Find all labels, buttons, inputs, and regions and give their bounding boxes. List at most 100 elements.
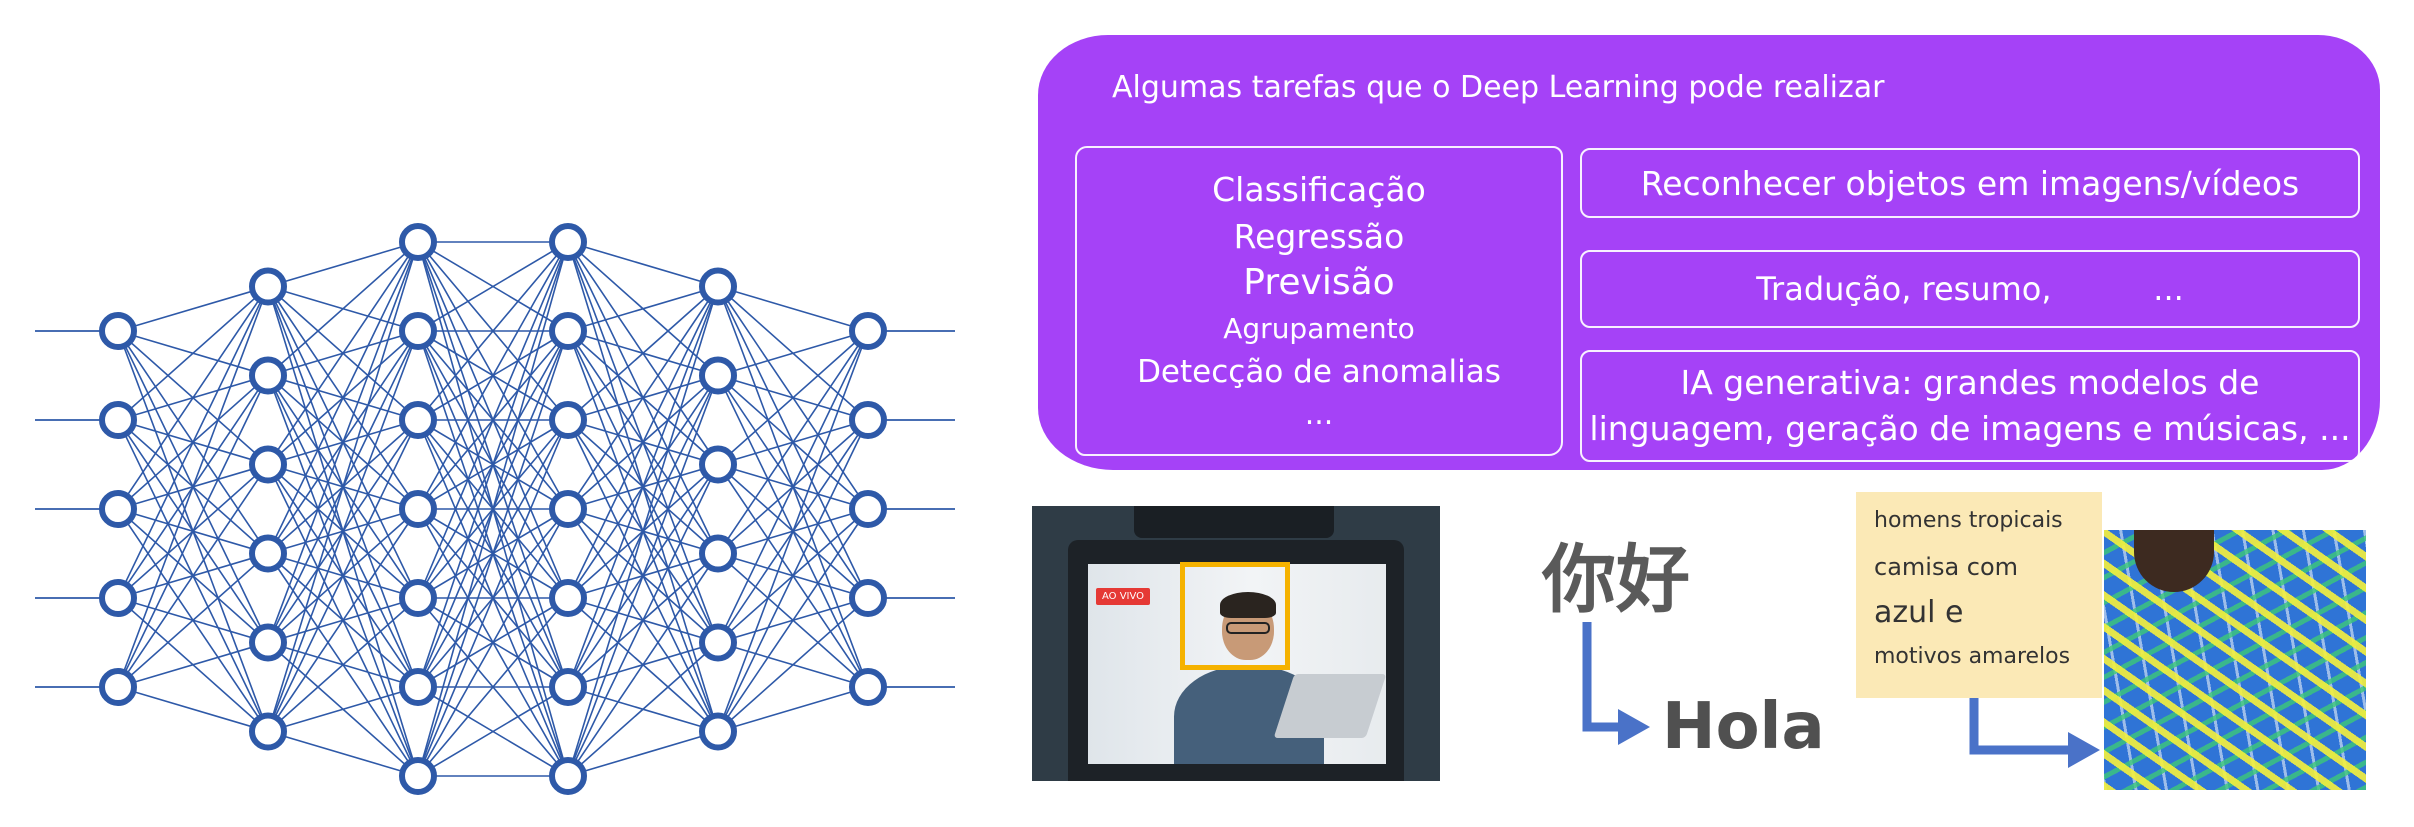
node-4-4 [699,623,737,662]
connection-0-4-4 [117,641,269,688]
translation-box: Tradução, resumo, ... [1580,250,2360,328]
task-regression: Regressão [1233,216,1405,256]
face-detection-box [1180,562,1290,670]
object-recognition-box: Reconhecer objetos em imagens/vídeos [1580,148,2360,218]
generation-arrow [1969,698,2072,755]
node-0-0 [99,312,137,350]
connection-0-4-5 [117,686,269,733]
connection-0-4-2 [117,464,269,688]
connection-3-5-0 [567,286,719,688]
laptop [1273,674,1386,738]
connection-3-0-0 [567,241,719,288]
person-hair [1220,592,1276,618]
ml-tasks-box: Classificação Regressão Previsão Agrupam… [1075,146,1563,456]
node-3-3 [549,490,587,528]
node-2-6 [399,757,437,795]
connection-3-6-5 [567,730,719,777]
node-2-1 [399,312,437,350]
connection-3-6-4 [567,641,719,777]
connection-3-6-2 [567,464,719,777]
node-5-3 [849,579,887,617]
connection-1-5-4 [267,597,419,733]
node-0-2 [99,490,137,528]
connection-1-1-0 [267,241,419,377]
node-5-1 [849,401,887,439]
connection-3-2-0 [567,285,719,421]
connection-1-5-5 [267,686,419,733]
connection-0-1-0 [117,285,269,421]
node-4-0 [699,267,737,306]
connection-2-6-2 [417,419,569,777]
connection-3-4-0 [567,286,719,599]
connection-4-2-0 [717,330,869,466]
connection-0-0-0 [117,285,269,332]
connection-4-5-4 [717,686,869,733]
generation-arrow-head [2068,732,2100,768]
connection-4-3-0 [717,330,869,554]
connection-4-5-2 [717,508,869,732]
connection-0-4-3 [117,552,269,688]
connection-1-5-3 [267,508,419,732]
connection-1-3-0 [267,241,419,554]
node-4-2 [699,445,737,484]
node-3-5 [549,668,587,706]
glasses [1226,622,1270,634]
translation-arrow [1582,622,1622,732]
connection-3-1-0 [567,285,719,332]
connection-1-5-1 [267,330,419,732]
prompt-note: homens tropicais camisa com azul e motiv… [1856,492,2102,698]
prompt-line-2: camisa com [1874,553,2019,581]
node-4-5 [699,712,737,751]
generative-ai-box: IA generativa: grandes modelos de lingua… [1580,350,2360,462]
task-forecasting: Previsão [1243,261,1395,303]
connection-3-6-0 [567,286,719,777]
node-0-3 [99,579,137,617]
node-5-4 [849,668,887,706]
task-classification: Classificação [1212,169,1426,209]
node-3-6 [549,757,587,795]
node-2-2 [399,401,437,439]
task-clustering: Agrupamento [1223,311,1415,345]
node-0-4 [99,668,137,706]
connection-2-6-5 [417,686,569,777]
node-2-0 [399,223,437,261]
node-1-5 [249,712,287,751]
prompt-line-3: azul e [1874,595,1964,630]
camera-top [1134,506,1334,538]
connection-2-6-1 [417,330,569,777]
source-text: 你好 [1542,537,1690,623]
node-3-2 [549,401,587,439]
node-1-3 [249,534,287,573]
target-text: Hola [1662,690,1825,764]
node-4-3 [699,534,737,573]
camera-screen: AO VIVO [1088,564,1386,764]
connection-4-5-1 [717,419,869,732]
node-4-1 [699,356,737,395]
prompt-line-4: motivos amarelos [1874,644,2071,669]
task-anomaly-detection: Detecção de anomalias [1137,353,1501,390]
node-1-2 [249,445,287,484]
tropical-shirt-image [2104,530,2366,790]
node-5-0 [849,312,887,350]
connection-1-5-6 [267,730,419,777]
connection-2-1-0 [417,241,569,332]
connection-1-5-0 [267,241,419,732]
prompt-line-1: homens tropicais [1874,508,2063,533]
node-1-4 [249,623,287,662]
connection-0-4-1 [117,375,269,688]
connection-0-4-0 [117,286,269,688]
connection-3-3-0 [567,286,719,510]
connection-4-5-0 [717,330,869,732]
node-2-5 [399,668,437,706]
node-1-1 [249,356,287,395]
connection-2-6-4 [417,597,569,777]
live-badge: AO VIVO [1096,588,1151,605]
neck [2134,530,2214,592]
tasks-panel [1038,35,2380,470]
node-1-0 [249,267,287,306]
camera-photo: AO VIVO [1032,506,1440,781]
connection-2-5-0 [417,241,569,688]
connection-2-4-0 [417,241,569,599]
connection-1-0-0 [267,241,419,288]
node-2-3 [399,490,437,528]
